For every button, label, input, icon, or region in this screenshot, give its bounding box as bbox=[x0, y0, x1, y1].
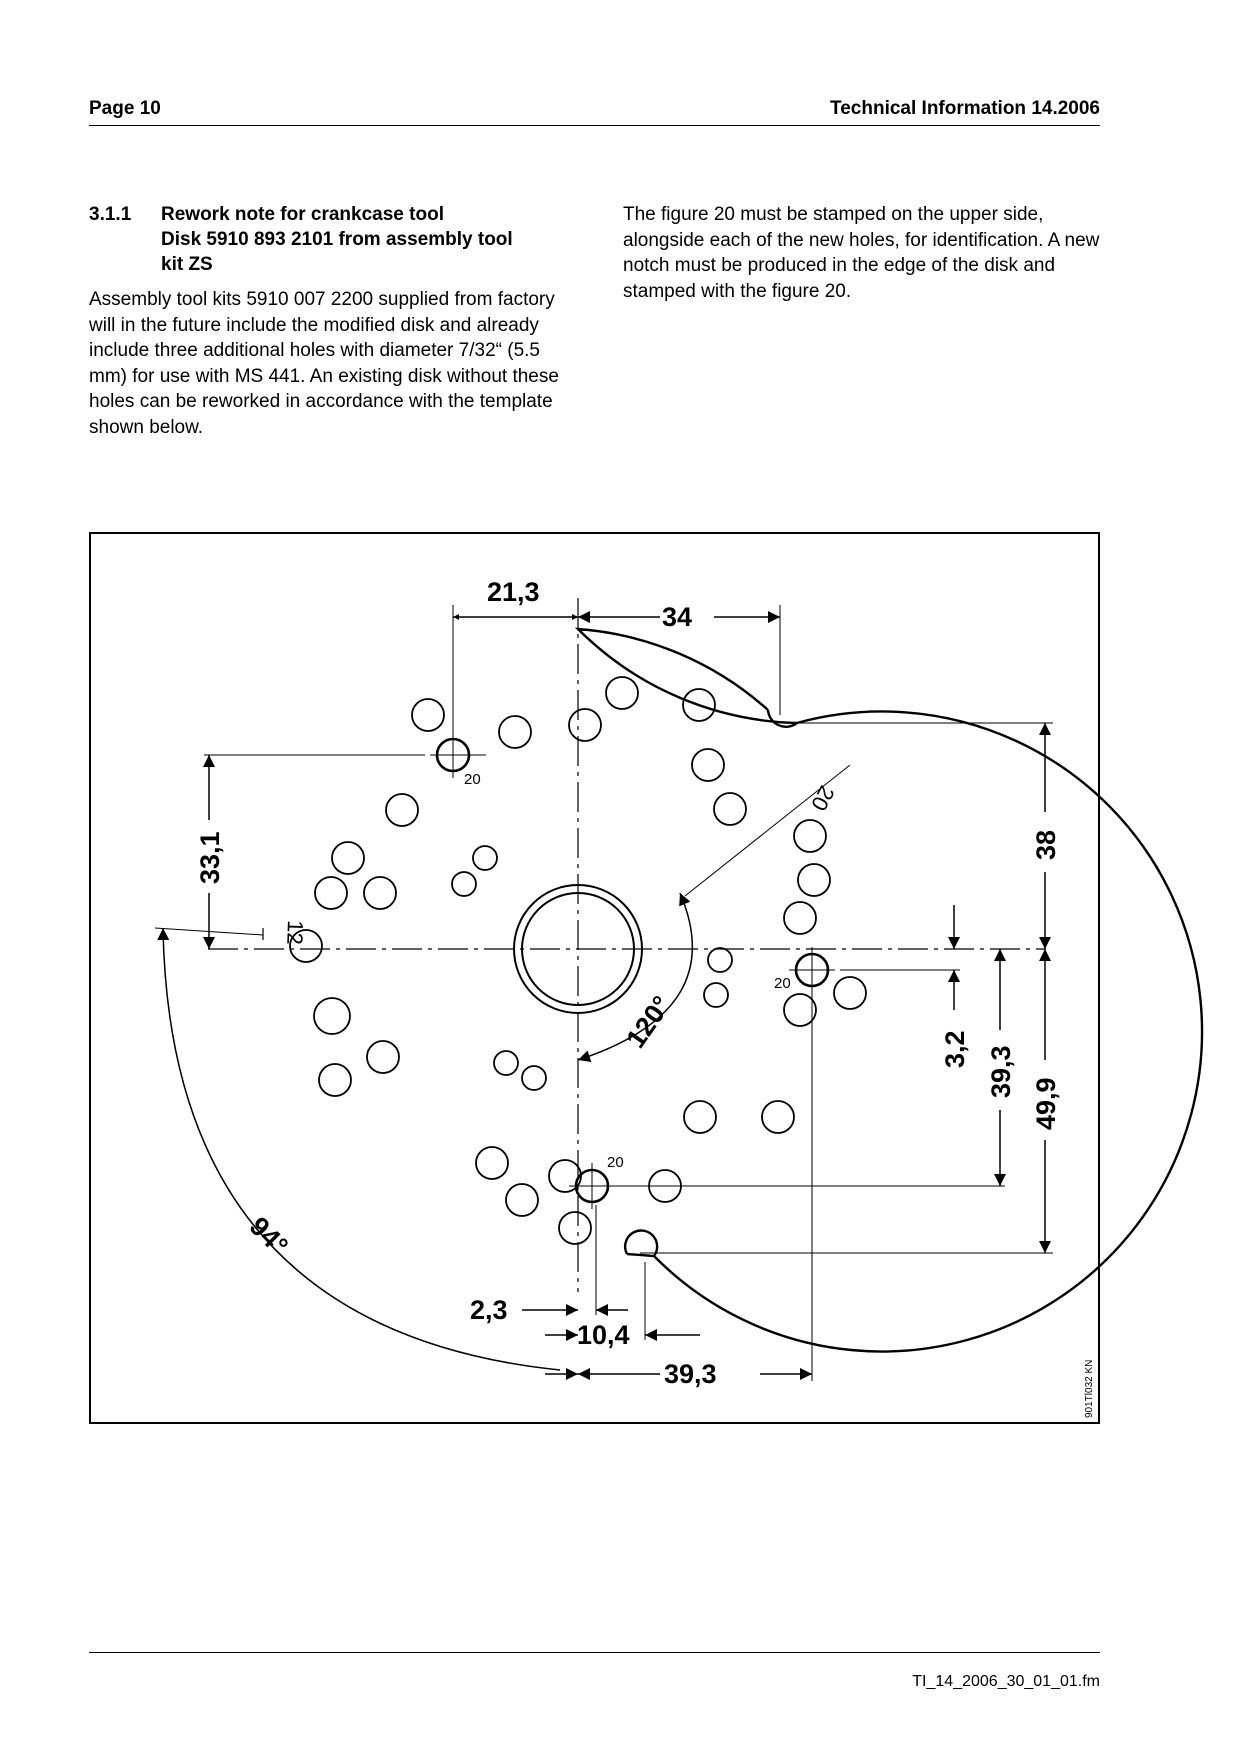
dim-34: 34 bbox=[662, 602, 692, 632]
angle-120: 120° bbox=[620, 990, 677, 1053]
page-number: Page 10 bbox=[89, 98, 161, 119]
dim-10-4: 10,4 bbox=[577, 1320, 630, 1350]
body-paragraph-right: The figure 20 must be stamped on the upp… bbox=[623, 204, 1100, 302]
drawing-reference: 901Tl032 KN bbox=[1084, 1360, 1095, 1418]
existing-holes bbox=[289, 676, 867, 1245]
dim-2-3: 2,3 bbox=[470, 1295, 508, 1325]
footer-rule bbox=[89, 1652, 1100, 1653]
body-paragraph-left: Assembly tool kits 5910 007 2200 supplie… bbox=[89, 289, 559, 438]
dim-33-1: 33,1 bbox=[195, 831, 225, 884]
extension-lines bbox=[154, 605, 1053, 1381]
dim-49-9: 49,9 bbox=[1031, 1077, 1061, 1130]
bottom-notch bbox=[623, 1229, 659, 1257]
top-right-notch bbox=[766, 709, 798, 728]
old-notch-label: 12 bbox=[282, 920, 308, 945]
new-holes bbox=[435, 737, 830, 1204]
section-title-line-1: Rework note for crankcase tool bbox=[161, 204, 444, 225]
stamp-label-top: 20 bbox=[464, 771, 481, 788]
dim-38: 38 bbox=[1031, 830, 1061, 860]
section-title-line-2: Disk 5910 893 2101 from assembly tool bbox=[161, 229, 513, 250]
angle-94: 94° bbox=[244, 1211, 294, 1261]
dim-39-3-horizontal: 39,3 bbox=[664, 1359, 717, 1389]
footer-filename: TI_14_2006_30_01_01.fm bbox=[912, 1673, 1100, 1690]
header-rule bbox=[89, 125, 1100, 126]
dim-3-2: 3,2 bbox=[940, 1030, 970, 1068]
stamp-label-bottom: 20 bbox=[607, 1154, 624, 1171]
document-title: Technical Information 14.2006 bbox=[830, 98, 1100, 119]
section-number: 3.1.1 bbox=[89, 204, 132, 225]
dim-39-3-vertical: 39,3 bbox=[986, 1045, 1016, 1098]
angle-arc-120 bbox=[577, 892, 694, 1062]
dimension-lines bbox=[203, 611, 1051, 1380]
section-title-line-3: kit ZS bbox=[161, 254, 213, 275]
figure-frame bbox=[89, 532, 1100, 1424]
disk-outline bbox=[574, 627, 1204, 1353]
stamp-label-right: 20 bbox=[774, 975, 791, 992]
new-hole-center-marks bbox=[430, 732, 835, 1209]
angle-arc-94 bbox=[157, 927, 561, 1371]
dim-21-3: 21,3 bbox=[487, 577, 540, 607]
